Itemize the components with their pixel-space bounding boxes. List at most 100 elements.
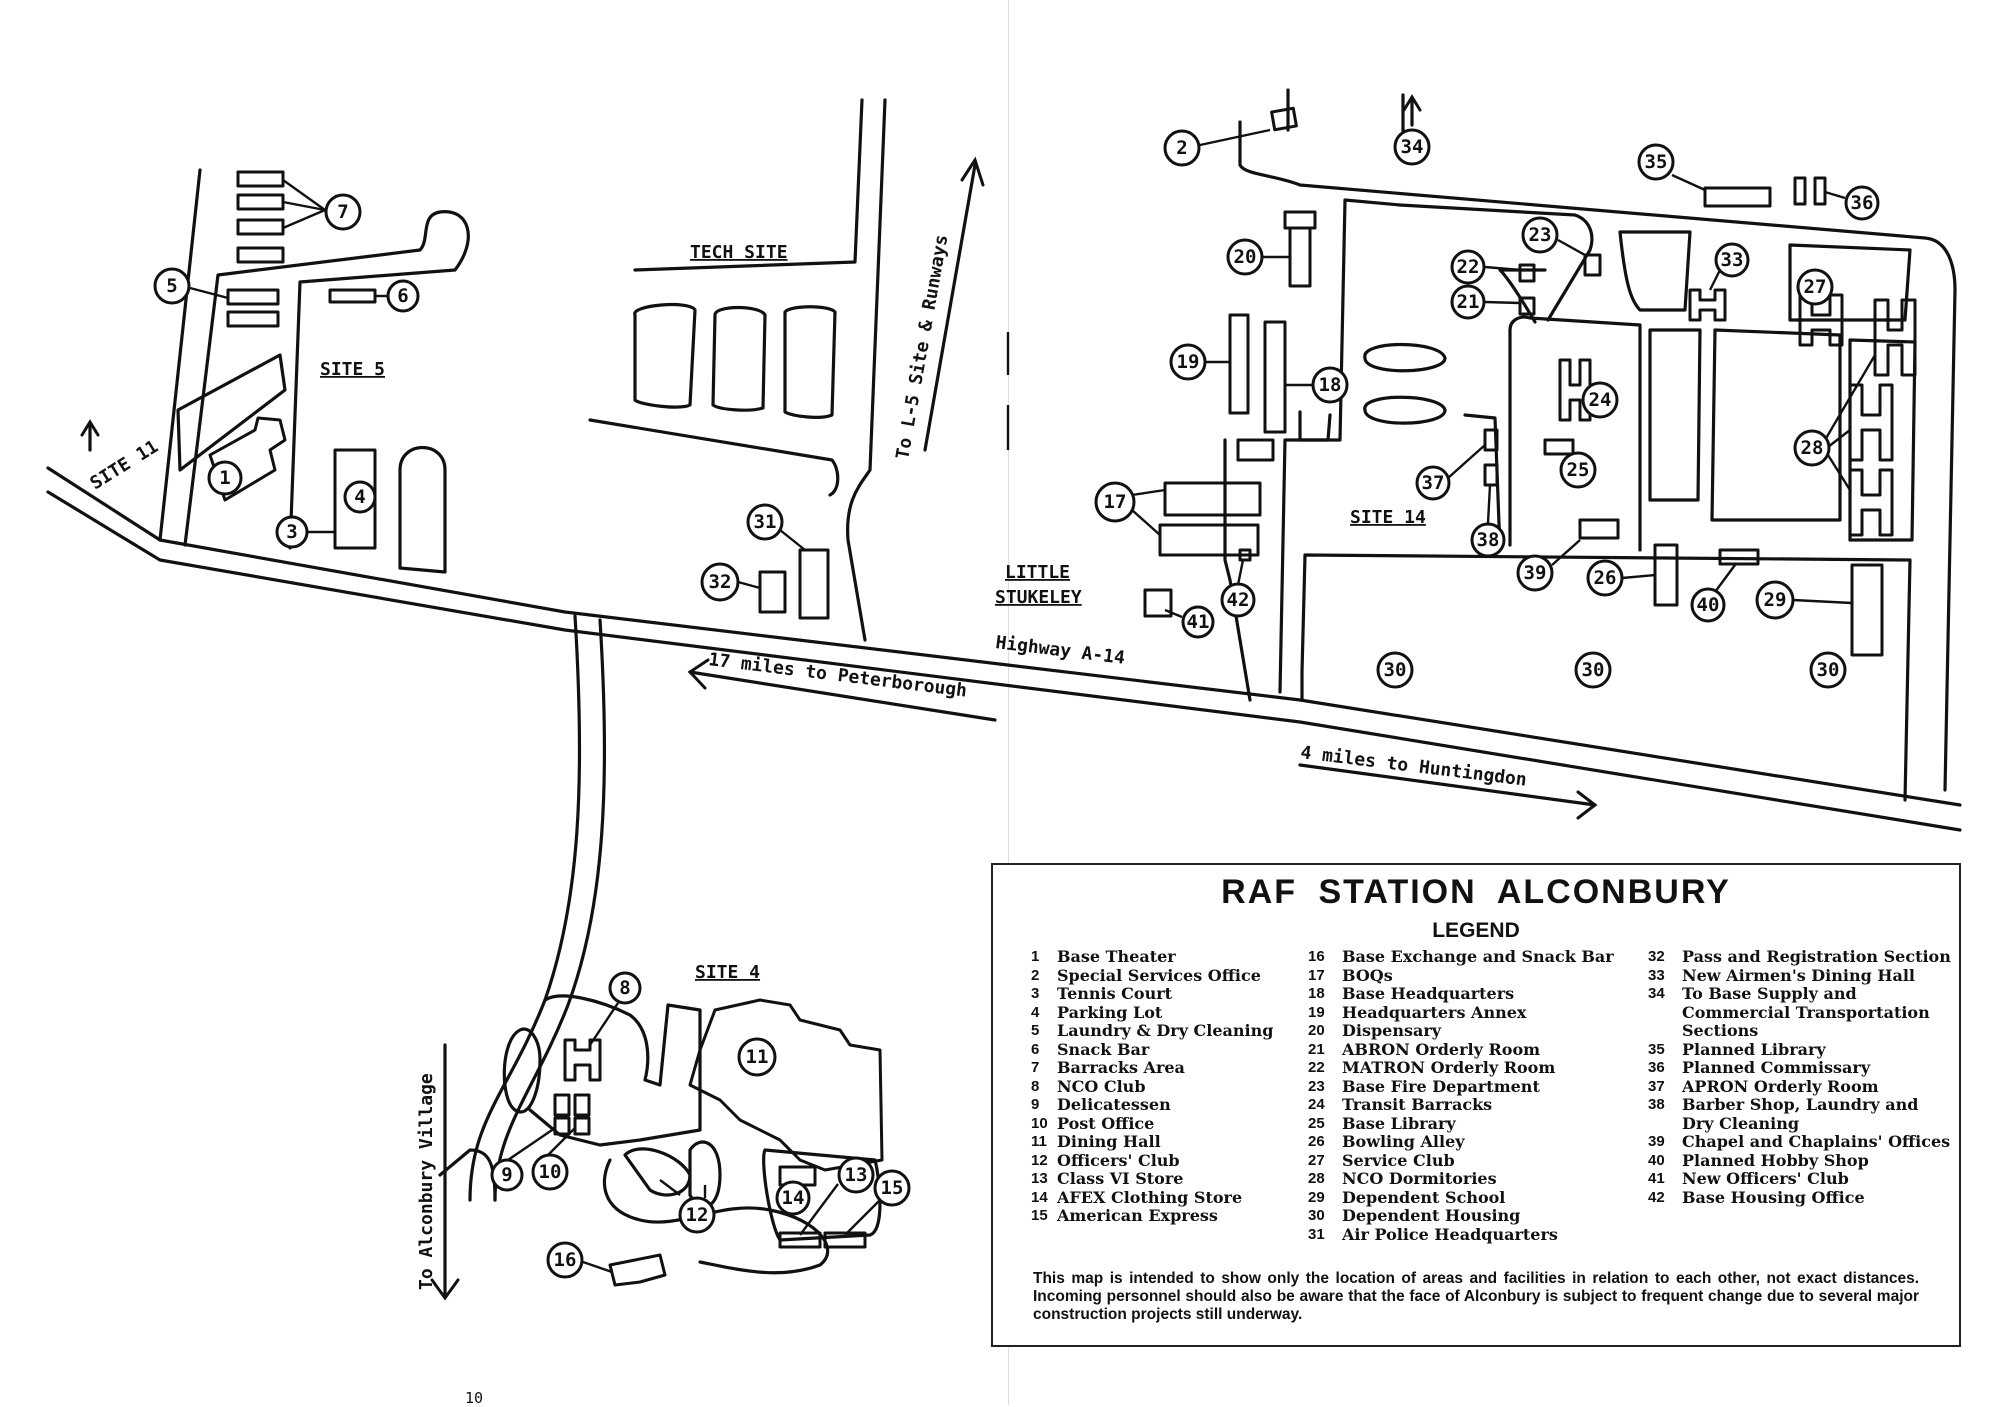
legend-item-label: New Airmen's Dining Hall	[1682, 965, 1915, 985]
marker-30c[interactable]: 30	[1809, 651, 1847, 689]
marker-38[interactable]: 38	[1470, 484, 1506, 558]
legend-item-label: Parking Lot	[1057, 1002, 1163, 1022]
legend-item-number: 18	[1308, 985, 1325, 1002]
legend-item-number: 6	[1031, 1040, 1040, 1058]
legend-heading: LEGEND	[1432, 919, 1520, 942]
marker-15[interactable]: 15	[844, 1169, 911, 1236]
marker-35[interactable]: 35	[1637, 143, 1706, 192]
legend-item-label: Base Headquarters	[1342, 984, 1515, 1003]
marker-23[interactable]: 23	[1521, 216, 1586, 257]
arrow-site-34	[1402, 94, 1422, 127]
marker-3[interactable]: 3	[275, 515, 335, 549]
legend-item-label: Pass and Registration Section	[1682, 947, 1951, 966]
legend-item-number: 30	[1308, 1207, 1325, 1224]
arrow-to-huntingdon	[1298, 763, 1598, 820]
marker-30a[interactable]: 30	[1376, 651, 1414, 689]
svg-text:38: 38	[1477, 529, 1500, 551]
legend-item-label: Dependent Housing	[1342, 1206, 1521, 1225]
legend-item-number: 33	[1648, 966, 1665, 984]
marker-9[interactable]: 9	[490, 1127, 556, 1192]
marker-42[interactable]: 42	[1220, 559, 1256, 618]
marker-13[interactable]: 13	[799, 1156, 875, 1236]
legend-item-number: 25	[1308, 1114, 1325, 1132]
page-fold-line	[1008, 0, 1009, 1405]
marker-6[interactable]: 6	[375, 279, 420, 313]
marker-4[interactable]: 4	[343, 480, 377, 514]
marker-19[interactable]: 19	[1169, 343, 1230, 381]
marker-21[interactable]: 21	[1450, 284, 1521, 320]
marker-30b[interactable]: 30	[1574, 651, 1612, 689]
marker-31[interactable]: 31	[746, 503, 806, 551]
marker-5[interactable]: 5	[153, 267, 229, 305]
marker-2[interactable]: 2	[1163, 128, 1271, 167]
arrow-to-l5	[923, 156, 985, 452]
marker-28[interactable]: 28	[1793, 354, 1877, 491]
marker-7[interactable]: 7	[282, 179, 362, 231]
little-stukeley-label-2: STUKELEY	[995, 587, 1082, 608]
marker-20[interactable]: 20	[1226, 238, 1290, 276]
legend-item-number: 40	[1648, 1151, 1665, 1169]
marker-11[interactable]: 11	[737, 1037, 777, 1077]
legend-item-number: 4	[1031, 1003, 1040, 1021]
legend-item-number: 17	[1308, 966, 1325, 984]
marker-37[interactable]: 37	[1415, 444, 1486, 501]
marker-10[interactable]: 10	[531, 1127, 576, 1191]
marker-41[interactable]: 41	[1164, 605, 1215, 639]
marker-26[interactable]: 26	[1586, 559, 1656, 597]
legend-note: This map is intended to show only the lo…	[1033, 1270, 1919, 1323]
marker-29[interactable]: 29	[1755, 580, 1853, 620]
marker-17[interactable]: 17	[1094, 481, 1166, 536]
marker-34[interactable]: 34	[1393, 128, 1431, 166]
legend-item-label: Headquarters Annex	[1342, 1002, 1527, 1022]
legend-item-label: Service Club	[1342, 1150, 1455, 1170]
legend-item-number: 35	[1648, 1040, 1665, 1058]
legend-item-number: 1	[1031, 948, 1040, 965]
marker-39[interactable]: 39	[1516, 539, 1581, 592]
marker-32[interactable]: 32	[700, 562, 761, 602]
marker-12[interactable]: 12	[659, 1179, 716, 1234]
marker-1[interactable]: 1	[207, 460, 243, 496]
marker-36[interactable]: 36	[1824, 185, 1880, 221]
marker-24[interactable]: 24	[1581, 381, 1619, 419]
svg-text:20: 20	[1234, 246, 1257, 268]
marker-18[interactable]: 18	[1285, 366, 1349, 404]
marker-22[interactable]: 22	[1450, 249, 1521, 285]
svg-text:19: 19	[1177, 351, 1200, 373]
legend-item-number: 29	[1308, 1188, 1325, 1206]
legend-item-number: 16	[1308, 948, 1325, 965]
tech-site-area	[588, 98, 887, 642]
legend-item: 25 Base Library	[1308, 1113, 1633, 1134]
legend-item-label: Transit Barracks	[1342, 1095, 1493, 1114]
legend-item-number: 38	[1648, 1096, 1665, 1113]
svg-text:33: 33	[1721, 249, 1744, 271]
marker-25[interactable]: 25	[1559, 451, 1597, 489]
legend-item: 18 Base Headquarters	[1308, 984, 1633, 1004]
svg-text:8: 8	[619, 977, 630, 999]
arrow-site-11	[80, 419, 100, 452]
svg-text:25: 25	[1567, 459, 1590, 481]
svg-text:41: 41	[1187, 611, 1210, 633]
marker-27[interactable]: 27	[1796, 268, 1834, 306]
site-14-label: SITE 14	[1350, 507, 1426, 528]
svg-text:4: 4	[354, 486, 365, 508]
legend-item-number: 20	[1308, 1022, 1325, 1039]
svg-text:21: 21	[1457, 291, 1480, 313]
marker-8[interactable]: 8	[589, 971, 642, 1046]
marker-40[interactable]: 40	[1690, 564, 1736, 623]
marker-33[interactable]: 33	[1708, 242, 1750, 291]
legend-item-label: AFEX Clothing Store	[1057, 1187, 1243, 1207]
legend-item-label: Base Library	[1342, 1113, 1456, 1133]
marker-16[interactable]: 16	[546, 1241, 613, 1279]
marker-14[interactable]: 14	[775, 1180, 811, 1216]
legend-item-number: 23	[1308, 1077, 1325, 1095]
legend-item-number: 14	[1031, 1188, 1048, 1206]
